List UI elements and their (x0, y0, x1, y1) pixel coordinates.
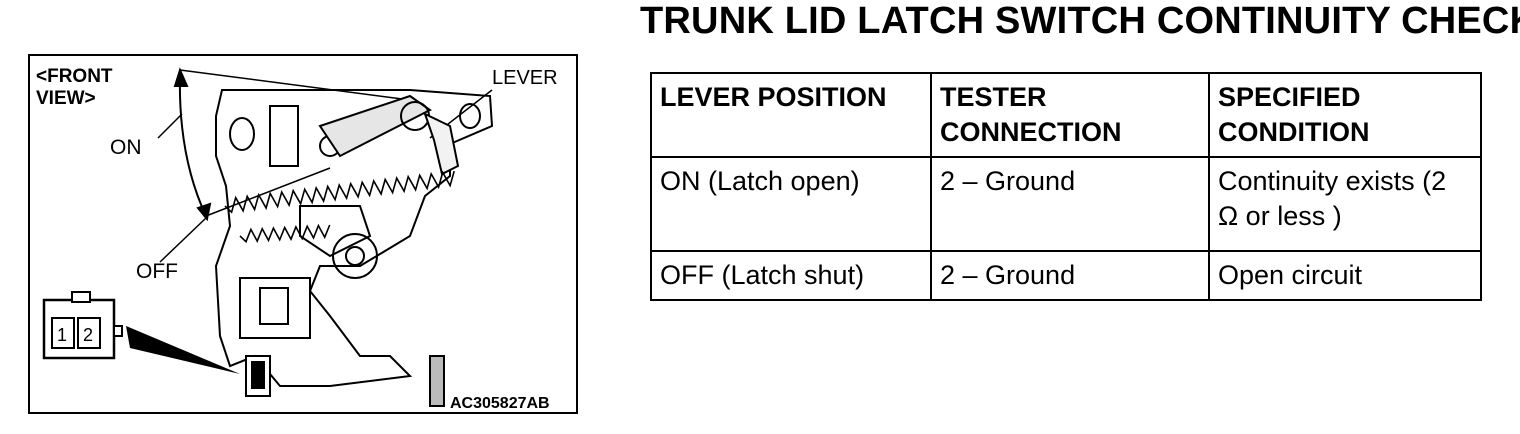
header-lever-position: LEVER POSITION (650, 72, 932, 158)
cell-tester-connection: 2 – Ground (930, 250, 1210, 301)
lever-swing-arrow (157, 67, 411, 263)
off-label: OFF (136, 260, 178, 283)
on-label: ON (110, 136, 142, 159)
table-row: OFF (Latch shut) 2 – Ground Open circuit (650, 250, 1482, 301)
latch-body (214, 89, 494, 407)
connector-pin-2: 2 (83, 325, 93, 345)
connector-pin-1: 1 (57, 325, 67, 345)
latch-diagram-panel: <FRONT VIEW> LEVER ON OFF AC305827AB (28, 54, 578, 414)
lever-label: LEVER (492, 67, 558, 89)
cell-lever-position: ON (Latch open) (650, 156, 932, 252)
cell-lever-position: OFF (Latch shut) (650, 250, 932, 301)
figure-code: AC305827AB (450, 395, 550, 412)
connector-pointer (126, 326, 240, 374)
table-row: ON (Latch open) 2 – Ground Continuity ex… (650, 156, 1482, 252)
view-label-line1: <FRONT (36, 66, 113, 87)
latch-spring (224, 170, 455, 244)
latch-diagram: <FRONT VIEW> LEVER ON OFF AC305827AB (36, 66, 558, 412)
cell-tester-connection: 2 – Ground (930, 156, 1210, 252)
page-title: TRUNK LID LATCH SWITCH CONTINUITY CHECK (640, 0, 1520, 42)
view-label-line2: VIEW> (36, 88, 96, 109)
switch-connector: 1 2 (42, 291, 240, 374)
cell-specified-condition: Open circuit (1208, 250, 1482, 301)
